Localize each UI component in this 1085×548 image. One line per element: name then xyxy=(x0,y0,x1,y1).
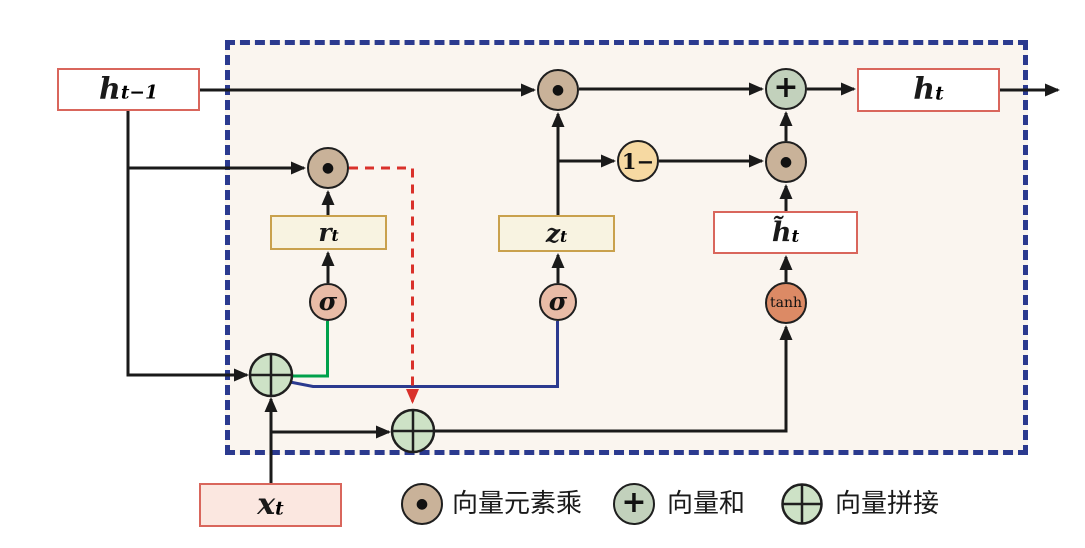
zt-subscript: t xyxy=(560,226,568,246)
rt-label: r xyxy=(318,218,332,247)
htilde-subscript: t xyxy=(791,225,800,246)
multiply-dot-icon: ● xyxy=(779,154,793,170)
concat-node-1 xyxy=(248,352,294,398)
xt-label: x xyxy=(257,487,276,522)
htilde-label: h̃ xyxy=(771,217,792,248)
sigma-reset-node: σ xyxy=(309,283,347,321)
wire-multiply-r-to-concat2-red-dashed xyxy=(349,166,419,404)
wire-hprev-down-to-concat1 xyxy=(126,111,249,382)
legend-concat-icon xyxy=(781,483,823,525)
hprev-subscript: t−1 xyxy=(120,82,158,104)
candidate-state-box: h̃t xyxy=(713,211,858,254)
concat-node-2 xyxy=(390,408,436,454)
tanh-node: tanh xyxy=(765,282,807,324)
zt-label: z xyxy=(545,219,561,248)
sigma-label: σ xyxy=(548,286,568,316)
ht-label: h xyxy=(913,72,936,107)
xt-subscript: t xyxy=(275,497,284,519)
plus-icon: + xyxy=(773,69,799,105)
wire-concat1-to-sigma-r-green xyxy=(292,321,329,378)
legend-sum-label: 向量和 xyxy=(667,489,746,519)
one-minus-node: 1− xyxy=(617,140,659,182)
legend-multiply-label: 向量元素乘 xyxy=(452,489,583,519)
sum-node: + xyxy=(765,68,807,110)
ht-subscript: t xyxy=(935,82,944,104)
multiply-right-node: ● xyxy=(765,141,807,183)
tanh-label: tanh xyxy=(769,295,802,311)
rt-subscript: t xyxy=(331,225,339,245)
legend-concat-label: 向量拼接 xyxy=(835,489,940,519)
multiply-dot-icon: ● xyxy=(551,82,565,98)
multiply-top-node: ● xyxy=(537,69,579,111)
legend-sum-icon: + xyxy=(613,483,655,525)
hprev-label: h xyxy=(99,71,121,107)
legend-multiply-icon: ● xyxy=(401,483,443,525)
one-minus-label: 1− xyxy=(621,148,655,174)
wire-concat2-to-tanh xyxy=(434,325,793,433)
multiply-reset-node: ● xyxy=(307,147,349,189)
sigma-label: σ xyxy=(318,286,338,316)
multiply-dot-icon: ● xyxy=(321,160,335,176)
wire-concat1-to-sigma-z-blue xyxy=(289,321,559,388)
sigma-update-node: σ xyxy=(539,283,577,321)
